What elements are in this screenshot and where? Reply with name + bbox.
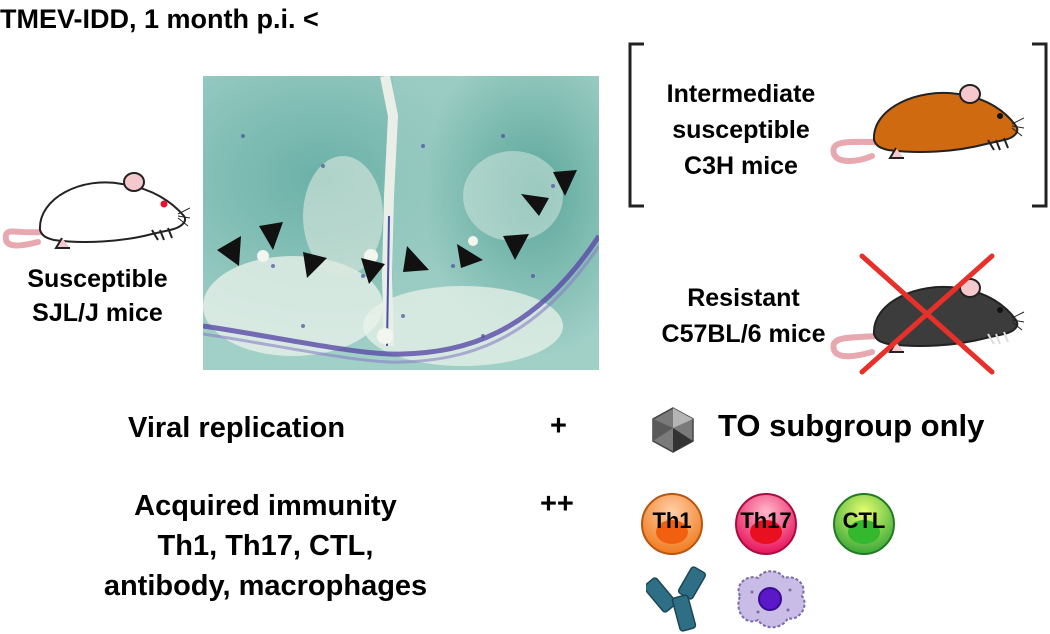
resistant-label: Resistant C57BL/6 mice <box>636 280 851 352</box>
immunity-sign: ++ <box>540 488 574 520</box>
th17-cell-icon: Th17 <box>734 492 798 556</box>
th1-label: Th1 <box>652 508 692 533</box>
figure-title: TMEV-IDD, 1 month p.i. < <box>0 4 319 34</box>
ctl-label: CTL <box>842 508 886 533</box>
immunity-line3: antibody, macrophages <box>103 570 428 602</box>
virus-icon <box>650 406 696 454</box>
cross-icon <box>852 252 1002 376</box>
c3h-mouse-icon <box>828 82 1024 170</box>
immunity-line1: Acquired immunity <box>134 490 397 522</box>
bracket-right <box>1030 42 1050 208</box>
immunity-label: Acquired immunity Th1, Th17, CTL, antibo… <box>58 486 473 606</box>
ctl-cell-icon: CTL <box>832 492 896 556</box>
sjl-mouse-icon <box>2 168 190 254</box>
viral-replication-label: Viral replication <box>128 412 346 444</box>
antibody-icon <box>646 566 712 632</box>
resistant-line1: Resistant <box>687 284 800 312</box>
susceptible-line1: Susceptible <box>27 265 168 293</box>
arrowhead-icon <box>217 170 577 284</box>
viral-note: TO subgroup only <box>718 408 985 443</box>
intermediate-label: Intermediate susceptible C3H mice <box>636 76 846 184</box>
susceptible-line2: SJL/J mice <box>32 299 163 327</box>
intermediate-line1: Intermediate <box>666 80 816 108</box>
th1-cell-icon: Th1 <box>640 492 704 556</box>
intermediate-line3: C3H mice <box>684 152 798 180</box>
susceptible-label: Susceptible SJL/J mice <box>0 262 195 330</box>
intermediate-line2: susceptible <box>672 116 810 144</box>
viral-sign: + <box>550 410 567 442</box>
macrophage-icon <box>730 566 810 632</box>
resistant-line2: C57BL/6 mice <box>661 320 826 348</box>
immunity-line2: Th1, Th17, CTL, <box>157 530 374 562</box>
bracket-left <box>626 42 646 208</box>
spinal-cord-histology <box>203 76 599 370</box>
th17-label: Th17 <box>740 508 792 533</box>
